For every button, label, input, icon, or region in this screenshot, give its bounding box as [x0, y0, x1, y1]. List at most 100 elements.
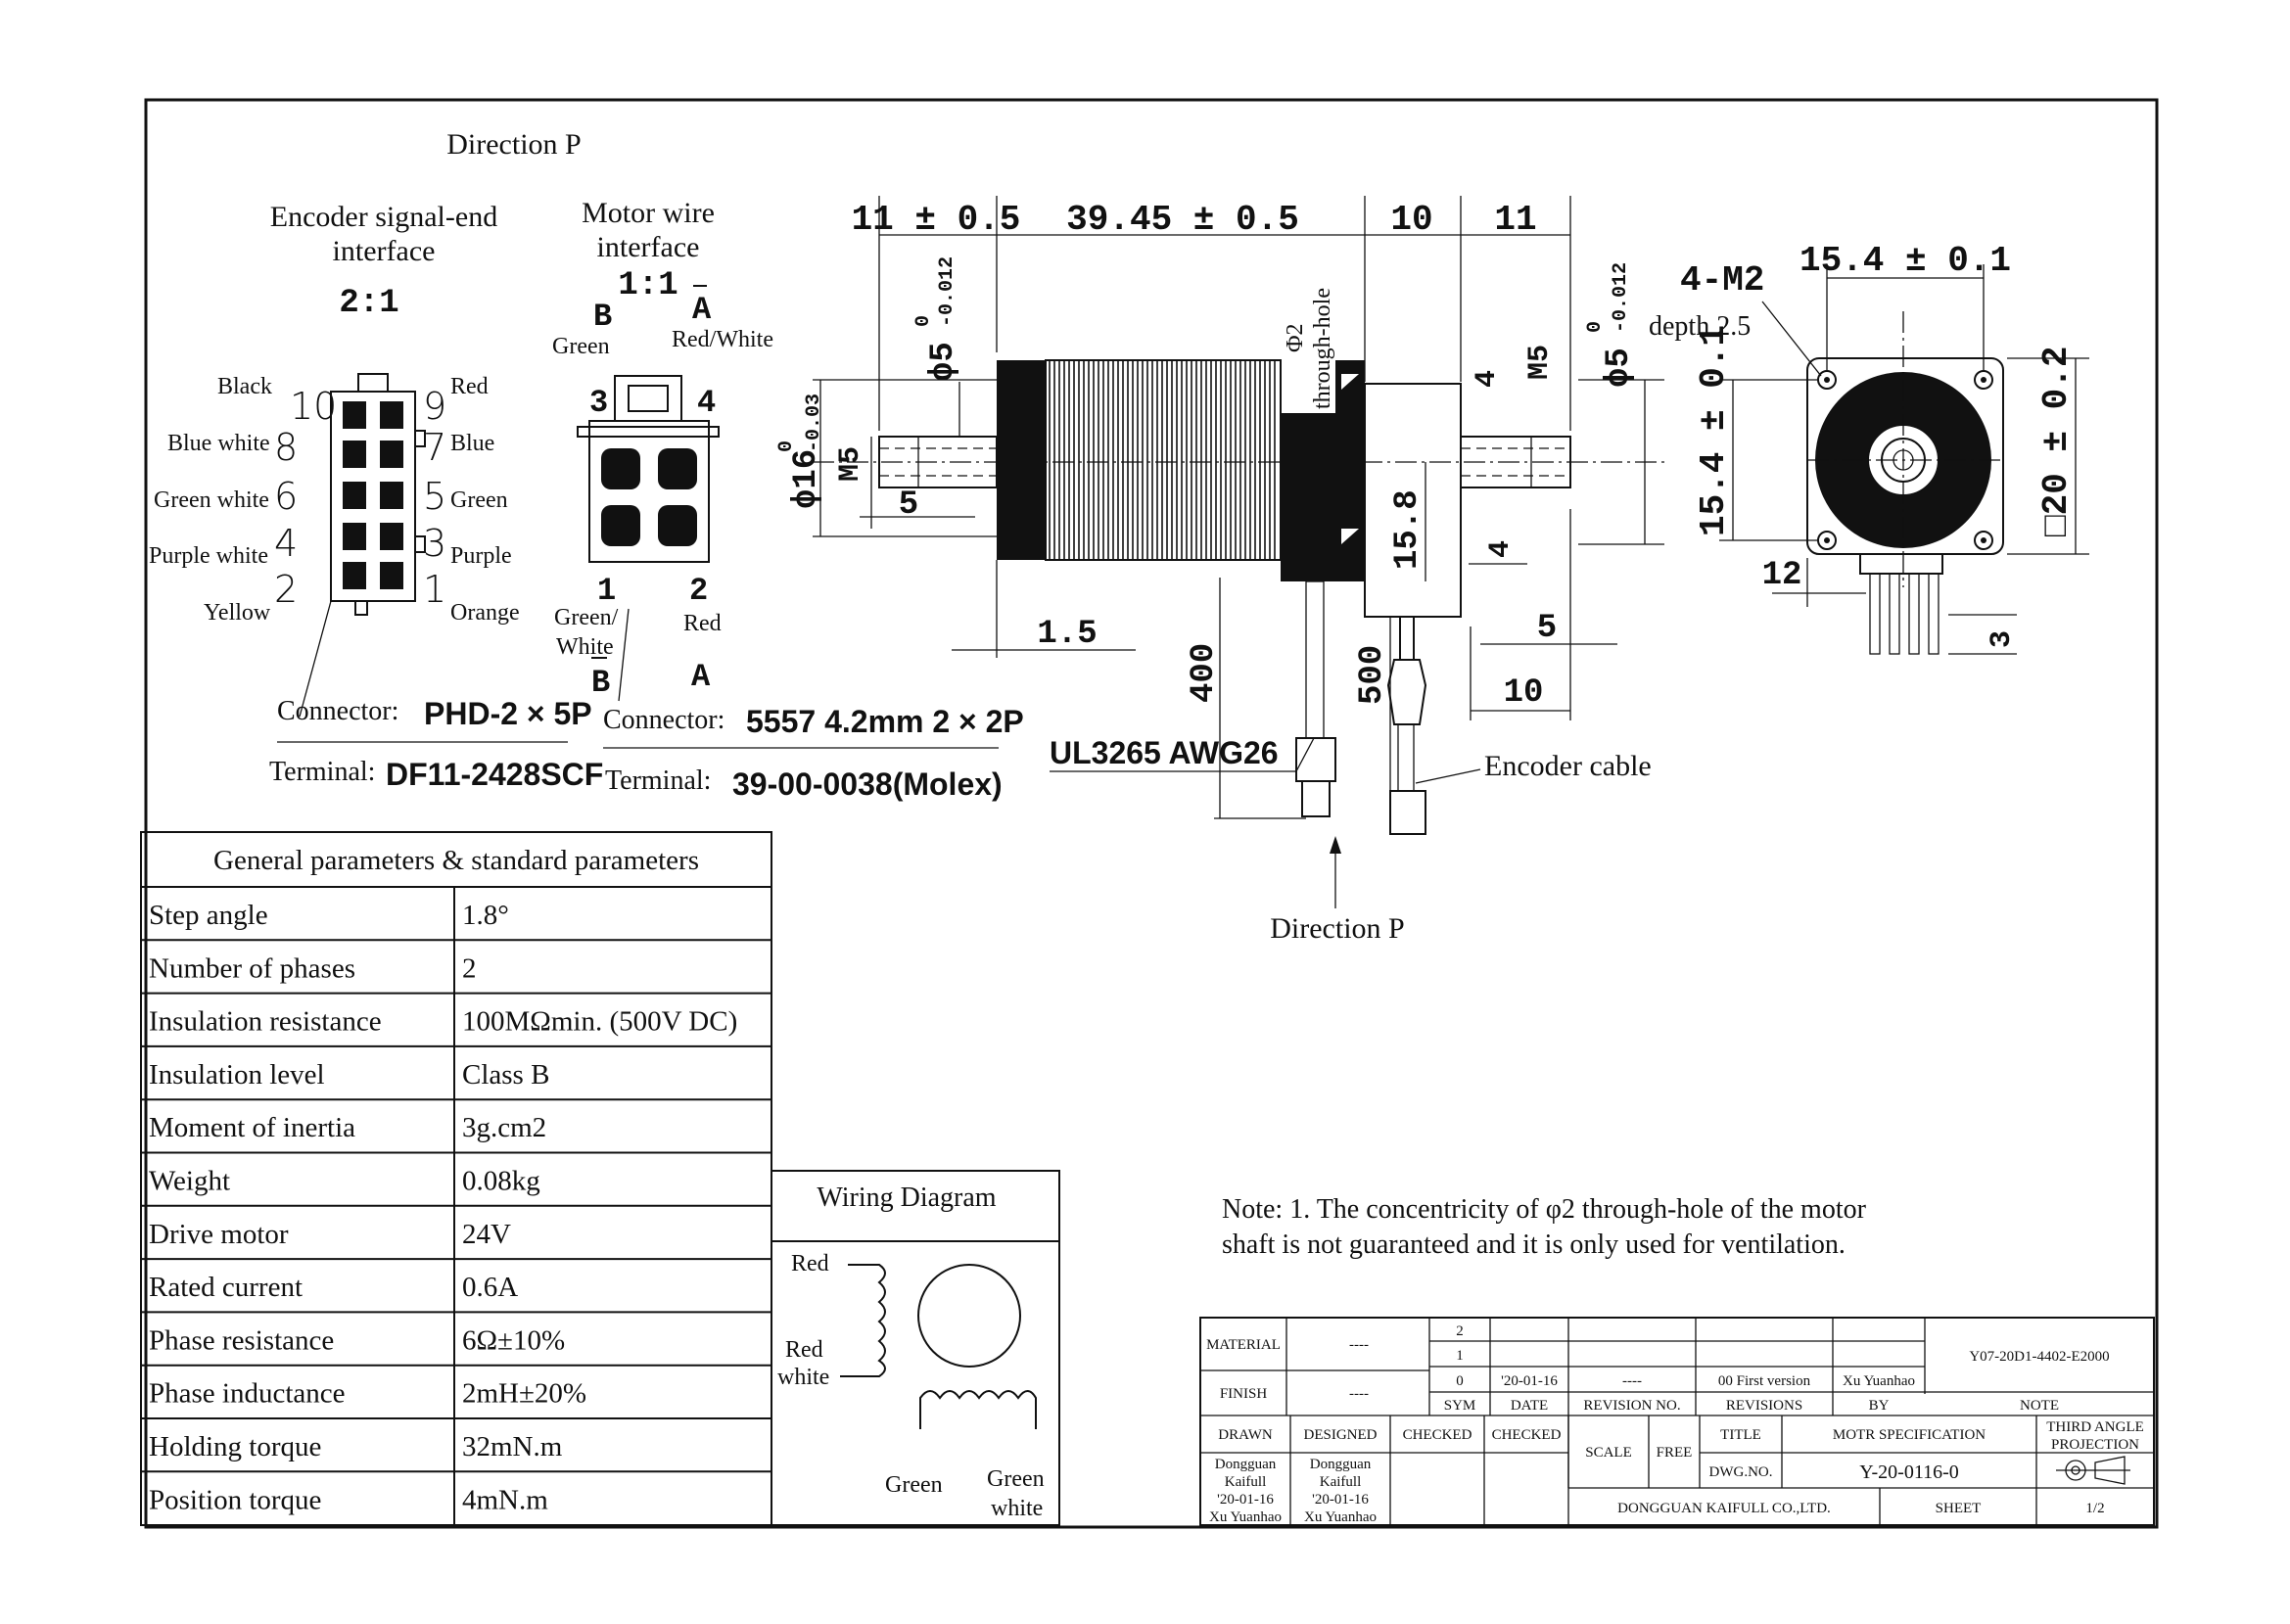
encoder-cable — [1397, 723, 1415, 792]
wiring-diagram: Wiring Diagram Red Red white Green Green… — [771, 1170, 1060, 1526]
leader-line — [299, 600, 332, 718]
motor-side-view: 11 ± 0.5 39.45 ± 0.5 10 11 ϕ16 0 -0.03 M… — [775, 196, 1664, 945]
connector-latch-inner — [628, 385, 669, 412]
dim-m5-right: M5 — [1523, 345, 1557, 380]
connector-latch — [614, 375, 682, 422]
dim-3: 3 — [1986, 630, 2019, 648]
connector-flange — [577, 426, 720, 438]
dim-sq20: □20 ± 0.2 — [2036, 347, 2077, 536]
motor-pin-4: 4 — [697, 385, 716, 421]
tb-date: DATE — [1511, 1398, 1548, 1414]
motor-connector-label: Connector: — [603, 705, 724, 735]
parameters-table: General parameters & standard parameters… — [140, 831, 772, 1526]
encoder-title-2: interface — [333, 235, 436, 267]
cable-outlet — [1859, 553, 1943, 575]
wiring-green-white-2: white — [991, 1496, 1043, 1521]
param-value: 0.08kg — [462, 1166, 540, 1197]
encoder-terminal-label: Terminal: — [269, 757, 375, 787]
connector-rib — [414, 535, 426, 553]
tb-doc-no: Y07-20D1-4402-E2000 — [1969, 1349, 2109, 1365]
tb-title-label: TITLE — [1720, 1427, 1761, 1443]
leader-line — [1761, 301, 1822, 377]
encoder-connector-label: Connector: — [277, 696, 398, 726]
tb-note: NOTE — [2020, 1398, 2059, 1414]
param-value: 4mN.m — [462, 1484, 548, 1515]
dim-10: 10 — [1390, 200, 1432, 240]
wire-blue: Blue — [450, 431, 494, 456]
wiring-red-white-1: Red — [785, 1337, 823, 1363]
encoder-cable-plug — [1389, 790, 1426, 835]
param-name: Weight — [149, 1166, 230, 1197]
param-value: 32mN.m — [462, 1431, 563, 1462]
motor-a-top: A — [692, 292, 712, 328]
motor-red: Red — [683, 611, 722, 636]
param-value: 24V — [462, 1219, 511, 1250]
wiring-green-white-1: Green — [987, 1466, 1045, 1492]
param-value: 6Ω±10% — [462, 1324, 565, 1356]
wiring-red-white-2: white — [777, 1365, 829, 1390]
pin-10: 10 — [290, 385, 337, 428]
dim-phi5-left: ϕ5 — [925, 342, 962, 382]
rear-cap-notch — [1341, 529, 1359, 544]
cable-spec: UL3265 AWG26 — [1050, 735, 1279, 770]
tb-dwg-no: Y-20-0116-0 — [1859, 1462, 1958, 1483]
encoder-interface: Encoder signal-end interface 2:1 10 9 8 … — [149, 201, 603, 792]
motor-terminal-label: Terminal: — [605, 766, 711, 796]
drawing-border — [144, 98, 2159, 1529]
title-block: MATERIAL ---- FINISH ---- 2 1 0 '20-01-1… — [1199, 1317, 2155, 1526]
dim-phi2: Φ2 — [1283, 323, 1308, 352]
encoder-pin-grid — [343, 401, 403, 589]
dim-m5-left: M5 — [834, 446, 867, 482]
plug-tip — [1301, 780, 1331, 817]
coil-b — [919, 1390, 1037, 1429]
motor-interface: Motor wire interface 1:1 B A Green Red/W… — [552, 197, 1024, 802]
tb-sheet-val: 1/2 — [2085, 1501, 2104, 1516]
param-name: Moment of inertia — [149, 1112, 355, 1143]
motor-pin-1: 1 — [597, 573, 616, 609]
tb-rev0-revno: ---- — [1622, 1373, 1642, 1389]
pin-8: 8 — [274, 426, 298, 469]
motor-connector-value: 5557 4.2mm 2 × 2P — [746, 704, 1024, 739]
wiring-frame — [771, 1170, 1060, 1526]
tb-drawn: DRAWN — [1218, 1427, 1273, 1443]
tb-designed-by-1: Dongguan — [1310, 1457, 1372, 1472]
param-name: Step angle — [149, 900, 268, 931]
dim-phi16-main: ϕ16 — [788, 449, 825, 509]
encoder-cable-strain-relief — [1399, 616, 1415, 661]
param-name: Position torque — [149, 1484, 321, 1515]
dim-4-m2: 4-M2 — [1680, 260, 1764, 301]
param-name: Insulation level — [149, 1059, 325, 1090]
motor-cable — [1305, 580, 1325, 739]
note-line-1: Note: 1. The concentricity of φ2 through… — [1222, 1194, 1867, 1225]
pin-5: 5 — [423, 475, 446, 518]
dim-4-mid: 4 — [1484, 540, 1518, 558]
motor-red-white: Red/White — [672, 327, 773, 352]
wire-black: Black — [217, 374, 272, 399]
direction-label-top: Direction P — [446, 128, 581, 161]
encoder-title-1: Encoder signal-end — [270, 201, 497, 233]
motor-title-1: Motor wire — [582, 197, 715, 229]
connector-rib — [414, 430, 426, 447]
wire-orange: Orange — [450, 600, 520, 626]
pin-4: 4 — [274, 522, 298, 565]
leader-line — [1415, 768, 1481, 784]
wire-green-white: Green white — [154, 487, 269, 513]
pin-6: 6 — [274, 475, 298, 518]
motor-connector-body — [588, 420, 710, 563]
tb-checked-2: CHECKED — [1492, 1427, 1562, 1443]
motor-title-2: interface — [597, 231, 700, 263]
dim-phi5-left-tol2: -0.012 — [936, 256, 958, 327]
dim-15-8: 15.8 — [1389, 489, 1426, 570]
motor-terminal-value: 39-00-0038(Molex) — [732, 766, 1003, 802]
leader-line — [1295, 737, 1315, 772]
dim-phi16: ϕ16 — [788, 449, 825, 509]
wire-green: Green — [450, 487, 508, 513]
dim-5-left: 5 — [899, 487, 918, 524]
wire-red: Red — [450, 374, 489, 399]
encoder-cable-label: Encoder cable — [1484, 750, 1652, 782]
motor-front-cap — [997, 360, 1046, 560]
dim-through-hole: through-hole — [1310, 288, 1335, 409]
